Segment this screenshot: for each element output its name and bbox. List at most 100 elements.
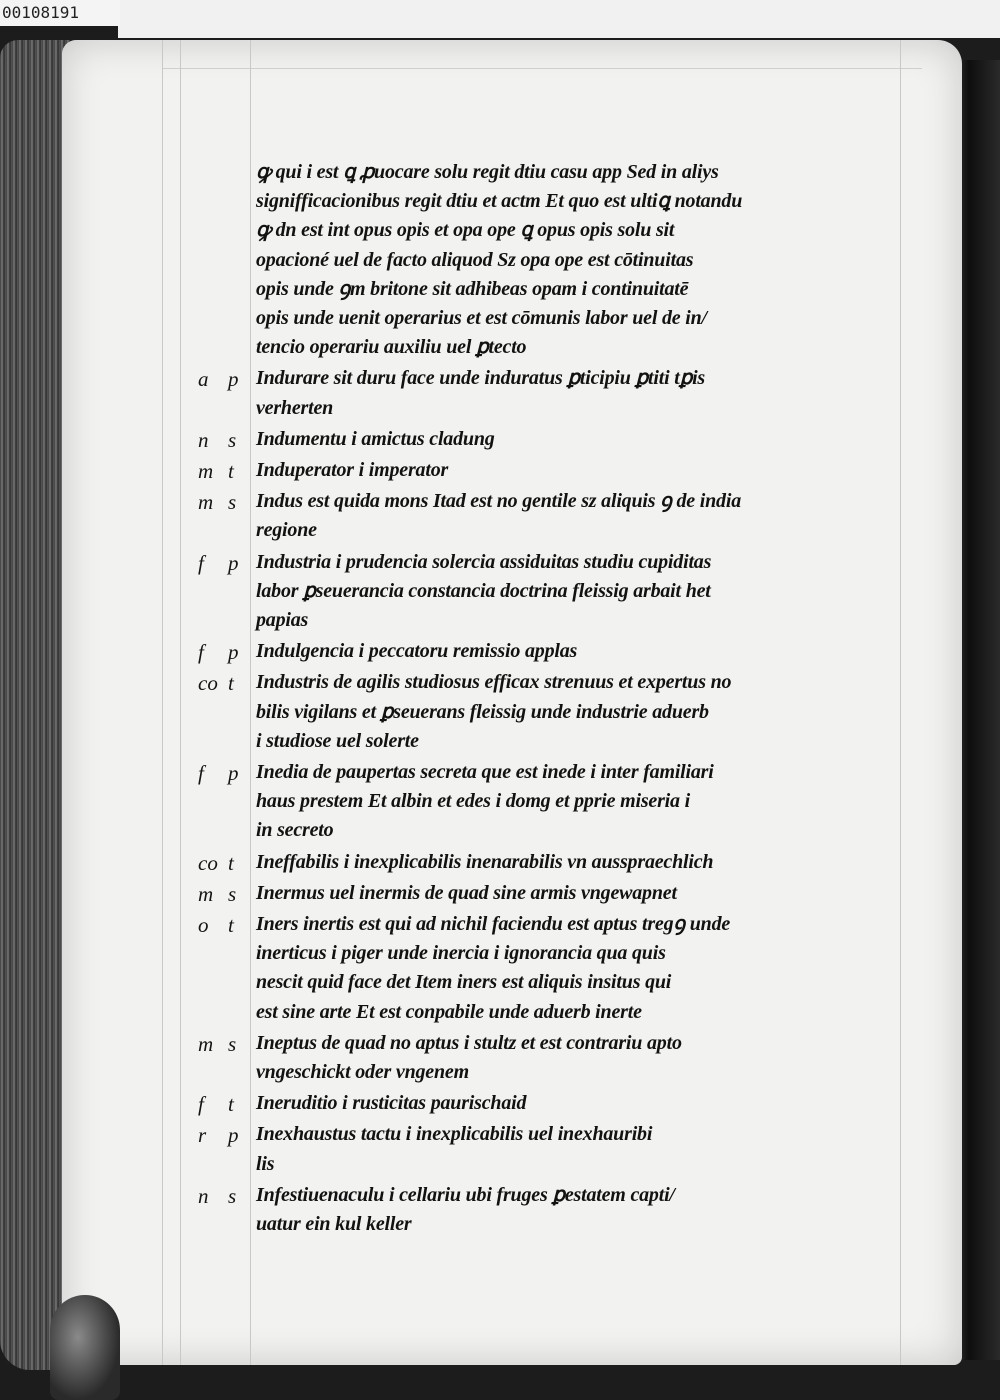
entry-text: Ineffabilis i inexplicabilis inenarabili… [256,848,866,877]
entry-line: est sine arte Et est conpabile unde adue… [256,1000,642,1023]
entry-text: Indus est quida mons Itad est no gentile… [256,487,866,545]
entry-line: haus prestem Et albin et edes i domg et … [256,790,691,813]
entry-line: nescit quid face det Item iners est aliq… [256,971,672,994]
margin-class-mark: p [228,761,239,785]
ruling-line-right [900,40,901,1365]
margin-class-mark: p [228,367,239,392]
margin-gender-mark: co [198,671,218,696]
entry-text: Inexhaustus tactu i inexplicabilis uel i… [256,1120,866,1178]
margin-class-mark: t [228,913,234,937]
entry-text: Industris de agilis studiosus efficax st… [256,668,866,756]
entry-text: Ineruditio i rusticitas paurischaid [256,1089,866,1118]
entry-line: labor ꝑseuerancia constancia doctrina fl… [256,579,711,602]
entry-text: Indumentu i amictus cladung [256,425,866,454]
entry-text: Industria i prudencia solercia assiduita… [256,548,866,636]
entry-line: uatur ein kul keller [256,1213,412,1235]
entry-line: opis unde uenit operarius et est cōmunis… [256,307,707,330]
entry-text: Induperator i imperator [256,456,866,485]
entry-line: Iners inertis est qui ad nichil faciendu… [256,913,731,935]
margin-gender-mark: m [198,881,214,906]
entry-text: Indulgencia i peccatoru remissio applas [256,637,866,666]
entry-line: Indumentu i amictus cladung [256,427,495,450]
entry-line: Indus est quida mons Itad est no gentile… [256,490,741,513]
entry-line: Inedia de paupertas secreta que est ined… [256,761,714,783]
entry-line: Indurare sit duru face unde induratus ꝑt… [256,367,706,390]
ruling-line-left [162,40,163,1365]
entry-line: vngeschickt oder vngenem [256,1061,469,1083]
margin-gender-mark: a [198,367,209,392]
margin-gender-mark: m [198,459,214,483]
entry-line: Industris de agilis studiosus efficax st… [256,671,732,694]
entry-text: Iners inertis est qui ad nichil faciendu… [256,910,866,1027]
entry-text: Infestiuenaculu i cellariu ubi fruges ꝑe… [256,1181,866,1239]
entry-line: papias [256,609,309,631]
margin-class-mark: p [228,1123,239,1148]
entry-line: regione [256,519,317,542]
scan-id-label: 00108191 [0,0,120,26]
ruling-line-margin-1 [180,40,181,1365]
scanner-background [118,0,1000,38]
margin-gender-mark: r [198,1123,207,1148]
entry-line: Ineptus de quad no aptus i stultz et est… [256,1031,682,1054]
glossary-entries: ꝙ qui i est ꝗ ꝓuocare solu regit dtiu ca… [62,40,962,1365]
margin-gender-mark: co [198,850,218,875]
manuscript-page: ꝙ qui i est ꝗ ꝓuocare solu regit dtiu ca… [62,40,962,1365]
entry-line: Indulgencia i peccatoru remissio applas [256,640,578,663]
entry-line: ꝙ qui i est ꝗ ꝓuocare solu regit dtiu ca… [256,161,719,183]
margin-gender-mark: f [198,1092,204,1117]
ruling-line-margin-2 [250,40,251,1365]
entry-line: Inermus uel inermis de quad sine armis v… [256,881,677,904]
margin-gender-mark: n [198,1183,209,1208]
entry-line: lis [256,1152,275,1175]
margin-gender-mark: m [198,490,214,515]
margin-class-mark: s [228,427,237,452]
entry-line: inerticus i piger unde inercia i ignoran… [256,942,666,965]
margin-class-mark: t [228,671,234,696]
margin-gender-mark: f [198,640,204,665]
margin-gender-mark: f [198,550,204,575]
entry-text: Ineptus de quad no aptus i stultz et est… [256,1029,866,1087]
margin-class-mark: s [228,881,237,906]
margin-gender-mark: o [198,913,209,937]
margin-class-mark: t [228,1092,234,1117]
entry-line: Ineruditio i rusticitas paurischaid [256,1092,527,1115]
entry-line: opacioné uel de facto aliquod Sz opa ope… [256,248,694,271]
entry-line: Ineffabilis i inexplicabilis inenarabili… [256,850,714,873]
margin-class-mark: t [228,459,234,483]
book-page-edges [0,40,70,1370]
entry-line: Inexhaustus tactu i inexplicabilis uel i… [256,1123,653,1146]
entry-text: ꝙ qui i est ꝗ ꝓuocare solu regit dtiu ca… [256,158,866,362]
margin-class-mark: s [228,1031,237,1056]
entry-text: Inermus uel inermis de quad sine armis v… [256,879,866,908]
margin-gender-mark: m [198,1031,214,1056]
margin-class-mark: t [228,850,234,875]
entry-line: verherten [256,396,334,419]
scanner-thumb [50,1295,120,1400]
margin-gender-mark: f [198,761,204,785]
entry-line: Induperator i imperator [256,459,449,481]
ruling-line-top [162,68,922,69]
margin-class-mark: s [228,1183,237,1208]
entry-line: i studiose uel solerte [256,729,419,752]
margin-class-mark: p [228,640,239,665]
entry-line: signifficacionibus regit dtiu et actm Et… [256,190,743,213]
entry-line: Industria i prudencia solercia assiduita… [256,550,712,573]
entry-line: Infestiuenaculu i cellariu ubi fruges ꝑe… [256,1183,675,1206]
glossary-entry: ꝙ qui i est ꝗ ꝓuocare solu regit dtiu ca… [62,158,962,362]
entry-line: opis unde ꝯm britone sit adhibeas opam i… [256,277,689,300]
entry-line: bilis vigilans et ꝑseuerans fleissig und… [256,700,709,723]
